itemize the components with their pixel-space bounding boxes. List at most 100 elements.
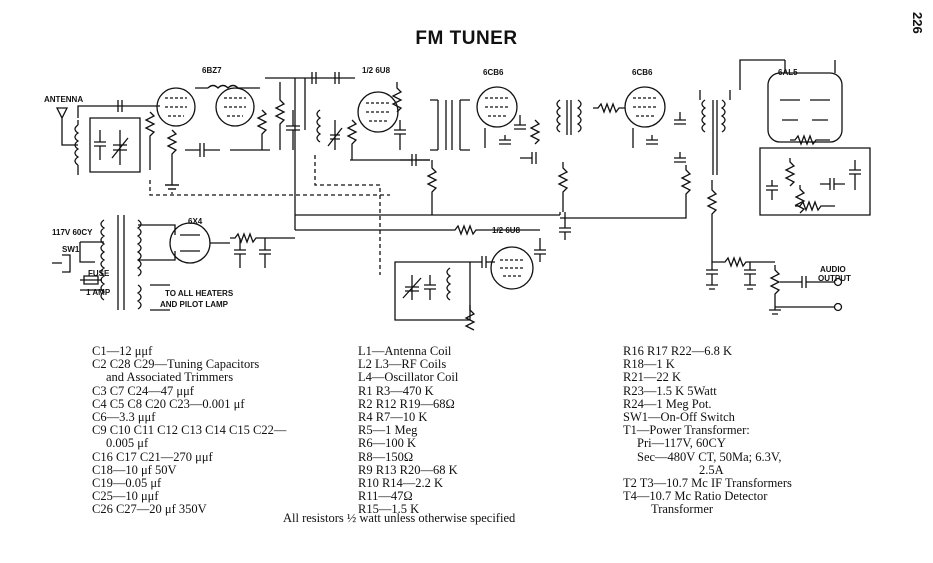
fuse-label: FUSE <box>88 269 110 278</box>
capacitor-c22 <box>559 212 571 240</box>
part-entry: R9 R13 R20—68 K <box>358 462 458 477</box>
tube-oscillator-label: 1/2 6U8 <box>492 226 521 235</box>
resistor-r23 <box>230 232 295 244</box>
resistor-r18 <box>795 200 835 212</box>
part-entry: 2.5A <box>699 462 724 477</box>
on-off-switch <box>79 242 95 263</box>
part-entry: C25—10 μμf <box>92 489 159 504</box>
schematic-diagram: ANTENNA 6BZ7 1/2 6U8 6CB6 6CB6 6AL5 6X4 … <box>44 59 871 331</box>
tube-detector-label: 6AL5 <box>778 68 798 77</box>
part-entry: C19—0.05 μf <box>92 476 162 491</box>
part-entry: R15—1.5 K <box>358 502 420 517</box>
capacitor-c24 <box>470 256 495 268</box>
part-entry: R23—1.5 K 5Watt <box>623 383 717 398</box>
tube-rf-label: 6BZ7 <box>202 66 222 75</box>
tube-rf-6bz7 <box>156 87 196 127</box>
oscillator-coil-l4 <box>446 267 452 301</box>
resistor-r22 <box>450 224 540 236</box>
ground-symbol <box>706 284 756 290</box>
part-entry: R21—22 K <box>623 370 681 385</box>
part-entry: R11—47Ω <box>358 489 413 504</box>
capacitor-c21 <box>706 262 718 285</box>
antenna-label: ANTENNA <box>44 95 83 104</box>
if-transformer-t2 <box>437 100 461 150</box>
capacitor-c11 <box>514 115 526 130</box>
capacitor-c18 <box>766 180 778 200</box>
capacitor-c27 <box>234 238 246 268</box>
tuning-capacitor-c2 <box>111 130 129 165</box>
audio-output-label-line2: OUTPUT <box>818 274 851 283</box>
part-entry: Sec—480V CT, 50Ma; 6.3V, <box>637 449 782 464</box>
capacitor-c23 <box>534 238 546 262</box>
parts-list-column-3: R16 R17 R22—6.8 K R18—1 K R21—22 K R23—1… <box>623 344 792 517</box>
part-entry: C2 C28 C29—Tuning Capacitors <box>92 357 260 372</box>
tube-if1-6cb6 <box>476 86 518 128</box>
capacitor-c6 <box>311 72 317 84</box>
part-entry: C16 C17 C21—270 μμf <box>92 449 213 464</box>
parts-list-column-2: L1—Antenna Coil L2 L3—RF Coils L4—Oscill… <box>358 344 459 517</box>
part-entry: L4—Oscillator Coil <box>358 370 459 385</box>
resistor-r6 <box>391 82 403 113</box>
tube-detector-6al5 <box>767 72 843 143</box>
capacitor-c14 <box>674 112 686 125</box>
ac-plug <box>52 254 71 273</box>
part-entry: and Associated Trimmers <box>106 370 234 385</box>
resistor-r7 <box>426 160 438 210</box>
part-entry: T2 T3—10.7 Mc IF Transformers <box>623 476 792 491</box>
tube-rectifier-label: 6X4 <box>188 217 203 226</box>
capacitor-c4 <box>185 143 220 157</box>
fuse-rating-label: 1 AMP <box>86 288 111 297</box>
capacitor-c13 <box>646 135 658 145</box>
capacitor-c26 <box>259 238 271 268</box>
page-title: FM TUNER <box>415 28 518 49</box>
capacitor-c17 <box>820 178 845 190</box>
antenna-symbol <box>55 107 69 128</box>
resistor-r20 <box>720 256 775 268</box>
resistor-r11 <box>593 102 625 114</box>
part-entry: T1—Power Transformer: <box>623 423 750 438</box>
part-entry: R4 R7—10 K <box>358 410 428 425</box>
ground-symbol <box>769 309 781 315</box>
tube-if1-label: 6CB6 <box>483 68 504 77</box>
part-entry: C6—3.3 μμf <box>92 410 156 425</box>
resistor-r1 <box>144 111 156 170</box>
part-entry: R24—1 Meg Pot. <box>623 396 712 411</box>
part-entry: R2 R12 R19—68Ω <box>358 396 455 411</box>
audio-output-jack-1 <box>833 277 843 287</box>
part-entry: Pri—117V, 60CY <box>637 436 726 451</box>
capacitor-c20 <box>744 262 756 285</box>
capacitor-c8 <box>394 120 406 150</box>
resistor-r15 <box>790 134 830 146</box>
fuse <box>80 275 102 285</box>
resistor-r2 <box>166 129 178 185</box>
tube-mixer-label: 1/2 6U8 <box>362 66 391 75</box>
tube-mixer-6u8 <box>357 91 399 133</box>
heaters-label-line1: TO ALL HEATERS <box>165 289 234 298</box>
capacitor-c7 <box>334 72 340 84</box>
audio-output-jack-2 <box>833 302 843 312</box>
rf-coil-l3 <box>316 109 322 143</box>
tube-oscillator-6u8 <box>490 246 534 290</box>
part-entry: R16 R17 R22—6.8 K <box>623 344 733 358</box>
part-entry: C18—10 μf 50V <box>92 462 177 477</box>
ac-input-label: 117V 60CY <box>52 228 93 237</box>
audio-output-label-line1: AUDIO <box>820 265 846 274</box>
part-entry: C9 C10 C11 C12 C13 C14 C15 C22— <box>92 423 287 438</box>
capacitor-c16 <box>849 160 861 190</box>
power-transformer-t1 <box>100 215 142 310</box>
resistor-r21 <box>464 305 476 331</box>
resistor-r14 <box>680 165 692 210</box>
resistor-r3 <box>256 109 268 150</box>
tube-if2-label: 6CB6 <box>632 68 653 77</box>
resistor-r5 <box>346 119 358 160</box>
part-entry: L2 L3—RF Coils <box>358 357 447 372</box>
resistor-r19 <box>706 180 718 232</box>
part-entry: C1—12 μμf <box>92 344 153 358</box>
part-entry: R8—150Ω <box>358 449 414 464</box>
capacitor-c1 <box>94 130 106 160</box>
capacitor-c5 <box>286 110 300 150</box>
ground-symbol <box>165 184 179 194</box>
part-entry: R1 R3—470 K <box>358 383 434 398</box>
tuning-capacitor-c28 <box>402 275 422 300</box>
capacitor-c3 <box>117 100 123 112</box>
